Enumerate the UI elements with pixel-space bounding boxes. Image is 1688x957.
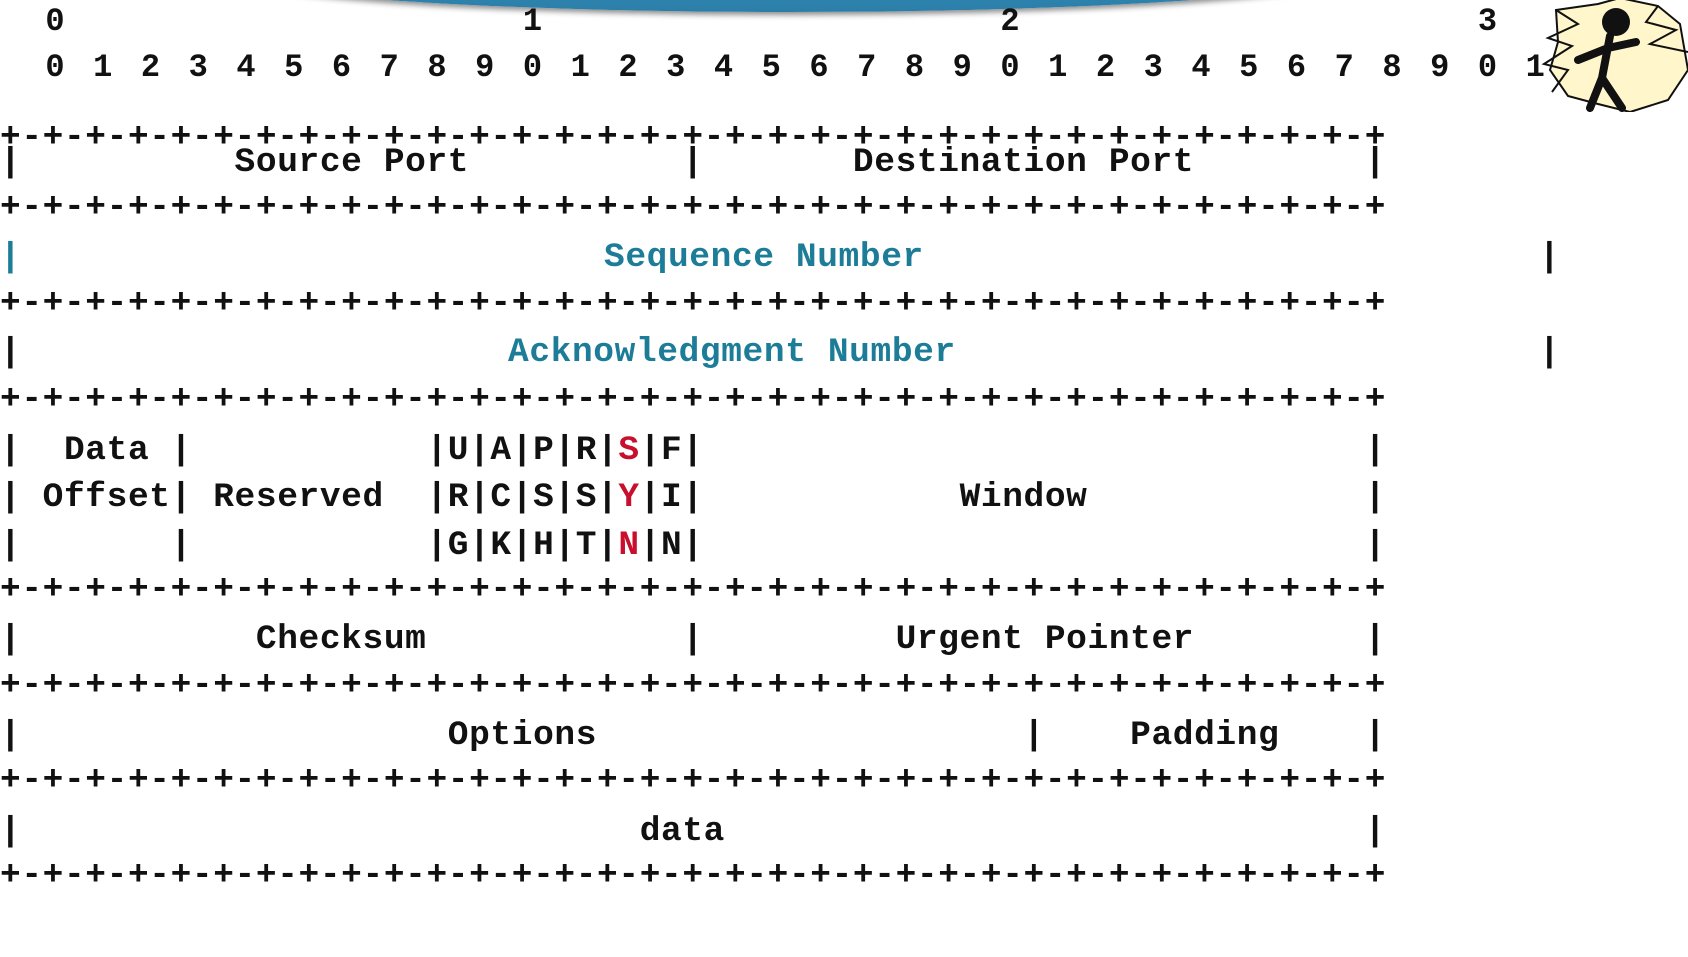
border-line: +-+-+-+-+-+-+-+-+-+-+-+-+-+-+-+-+-+-+-+-… <box>0 380 1387 419</box>
bit-index-label: 2 <box>1095 49 1116 86</box>
syn-flag-letter-n: N <box>618 526 640 565</box>
bit-index-label: 9 <box>1430 49 1450 86</box>
bit-index-label: 5 <box>761 49 781 86</box>
checksum-row: | Checksum | Urgent Pointer | <box>0 620 1387 659</box>
bit-index-label: 0 <box>522 49 543 86</box>
row-open-bar: | <box>0 238 22 277</box>
flags-row-1: | Data | |U|A|P|R|S|F| | <box>0 431 1688 471</box>
bit-index-label: 0 <box>1477 49 1498 86</box>
bit-tens-label: 3 <box>1477 3 1498 40</box>
flags-row-2-right: |I| Window | <box>639 478 1387 517</box>
bit-index-label: 5 <box>284 49 304 86</box>
border-line: +-+-+-+-+-+-+-+-+-+-+-+-+-+-+-+-+-+-+-+-… <box>0 856 1387 895</box>
bit-index-label: 4 <box>1191 49 1211 86</box>
row-close-bar: | <box>1539 238 1561 277</box>
bit-index-label: 1 <box>1525 49 1545 86</box>
bit-index-label: 9 <box>952 49 972 86</box>
bit-index-label: 6 <box>1286 49 1307 86</box>
border-line: +-+-+-+-+-+-+-+-+-+-+-+-+-+-+-+-+-+-+-+-… <box>0 118 1387 157</box>
flags-row-2: | Offset| Reserved |R|C|S|S|Y|I| Window … <box>0 478 1688 518</box>
sequence-number-label: Sequence Number <box>604 238 924 277</box>
bit-index-label: 8 <box>1382 49 1402 86</box>
data-row: | data | <box>0 812 1387 851</box>
border-line: +-+-+-+-+-+-+-+-+-+-+-+-+-+-+-+-+-+-+-+-… <box>0 666 1387 705</box>
bit-index-label: 4 <box>236 49 256 86</box>
bit-index-label: 6 <box>809 49 829 86</box>
bit-index-label: 7 <box>857 49 877 86</box>
bit-index-label: 1 <box>1048 49 1068 86</box>
border-line: +-+-+-+-+-+-+-+-+-+-+-+-+-+-+-+-+-+-+-+-… <box>0 188 1387 227</box>
syn-flag-letter-s: S <box>618 431 640 470</box>
flags-row-1-right: |F| | <box>639 431 1387 470</box>
flags-row-3-right: |N| | <box>639 526 1387 565</box>
acknowledgment-number-label: Acknowledgment Number <box>508 333 956 372</box>
border-line: +-+-+-+-+-+-+-+-+-+-+-+-+-+-+-+-+-+-+-+-… <box>0 761 1387 800</box>
bit-index-label: 3 <box>1143 49 1163 86</box>
bit-index-label: 2 <box>140 49 161 86</box>
bit-tens-label: 0 <box>45 3 65 40</box>
bit-index-label: 9 <box>475 49 495 86</box>
flags-row-1-left: | Data | |U|A|P|R| <box>0 431 619 470</box>
bit-tens-label: 2 <box>1000 3 1020 40</box>
bit-tens-label: 1 <box>522 3 543 40</box>
bit-index-label: 3 <box>666 49 686 86</box>
options-row: | Options | Padding | <box>0 716 1387 755</box>
bit-index-label: 0 <box>45 49 65 86</box>
flags-row-2-left: | Offset| Reserved |R|C|S|S| <box>0 478 619 517</box>
flags-row-3: | | |G|K|H|T|N|N| | <box>0 526 1688 566</box>
bit-index-label: 7 <box>1334 49 1354 86</box>
bit-tens-row: 0 1 2 3 <box>0 4 1688 44</box>
bit-index-label: 2 <box>618 49 638 86</box>
bit-index-label: 6 <box>331 49 352 86</box>
border-line: +-+-+-+-+-+-+-+-+-+-+-+-+-+-+-+-+-+-+-+-… <box>0 284 1387 323</box>
bit-index-label: 0 <box>1000 49 1020 86</box>
bit-index-label: 8 <box>904 49 925 86</box>
bit-index-label: 8 <box>427 49 447 86</box>
bit-index-label: 4 <box>713 49 734 86</box>
flags-row-3-left: | | |G|K|H|T| <box>0 526 619 565</box>
acknowledgment-number-row: | Acknowledgment Number | <box>0 333 1688 373</box>
bit-index-label: 5 <box>1239 49 1259 86</box>
bit-index-label: 1 <box>570 49 590 86</box>
row-open-bar: | <box>0 333 22 372</box>
bit-index-label: 7 <box>379 49 399 86</box>
bit-index-label: 1 <box>93 49 113 86</box>
stick-figure-icon <box>1541 0 1688 112</box>
border-line: +-+-+-+-+-+-+-+-+-+-+-+-+-+-+-+-+-+-+-+-… <box>0 570 1387 609</box>
sequence-number-row: | Sequence Number | <box>0 238 1688 278</box>
syn-flag-letter-y: Y <box>618 478 640 517</box>
row-close-bar: | <box>1539 333 1561 372</box>
bit-index-label: 3 <box>188 49 208 86</box>
ports-row: | Source Port | Destination Port | <box>0 143 1387 182</box>
